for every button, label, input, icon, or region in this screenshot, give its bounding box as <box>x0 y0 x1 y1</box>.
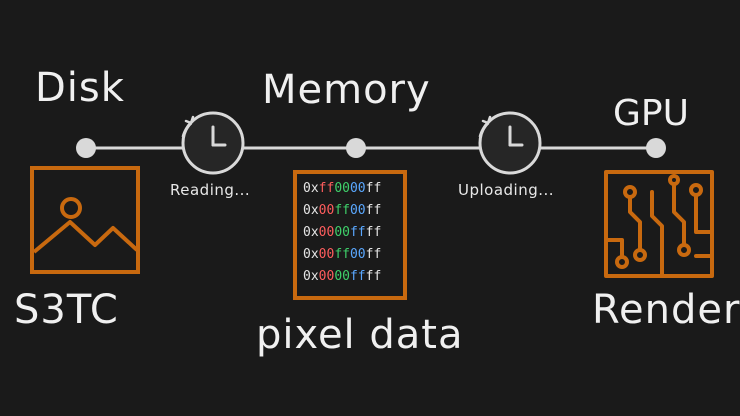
uploading-label: Uploading... <box>458 181 555 199</box>
list-item: 0x00ff00ff <box>303 248 381 261</box>
hex-green: 00 <box>334 225 350 240</box>
hex-prefix: 0x <box>303 247 319 262</box>
hex-prefix: 0x <box>303 269 319 284</box>
clock-icon <box>181 111 245 175</box>
hex-blue: 00 <box>349 203 366 218</box>
reading-label: Reading... <box>170 181 251 199</box>
hex-red: 00 <box>318 247 335 262</box>
clock-icon <box>478 111 542 175</box>
pixel-data-caption: pixel data <box>256 312 464 358</box>
hex-alpha: ff <box>365 247 382 262</box>
format-label: S3TC <box>14 287 119 333</box>
pixel-data-frame <box>293 170 407 300</box>
hex-green: ff <box>334 247 350 262</box>
image-icon <box>30 166 140 274</box>
hex-red: 00 <box>318 269 335 284</box>
hex-alpha: ff <box>365 181 382 196</box>
hex-blue: 00 <box>349 247 366 262</box>
hex-prefix: 0x <box>303 181 319 196</box>
hex-blue: ff <box>349 225 366 240</box>
hex-green: 00 <box>334 181 350 196</box>
list-item: 0x00ff00ff <box>303 204 381 217</box>
hex-alpha: ff <box>365 225 382 240</box>
hex-red: ff <box>318 181 335 196</box>
hex-red: 00 <box>318 203 335 218</box>
list-item: 0x0000ffff <box>303 226 381 239</box>
hex-blue: 00 <box>349 181 366 196</box>
render-caption: Render <box>592 287 740 333</box>
hex-prefix: 0x <box>303 225 319 240</box>
circuit-icon <box>604 170 714 278</box>
hex-alpha: ff <box>365 203 382 218</box>
list-item: 0x0000ffff <box>303 270 381 283</box>
memory-label: Memory <box>262 67 431 113</box>
gpu-node <box>646 138 666 158</box>
hex-green: 00 <box>334 269 350 284</box>
gpu-label: GPU <box>613 93 689 134</box>
hex-red: 00 <box>318 225 335 240</box>
hex-alpha: ff <box>365 269 382 284</box>
disk-label: Disk <box>35 65 125 111</box>
hex-blue: ff <box>349 269 366 284</box>
disk-node <box>76 138 96 158</box>
memory-node <box>346 138 366 158</box>
hex-prefix: 0x <box>303 203 319 218</box>
hex-green: ff <box>334 203 350 218</box>
list-item: 0xff0000ff <box>303 182 381 195</box>
